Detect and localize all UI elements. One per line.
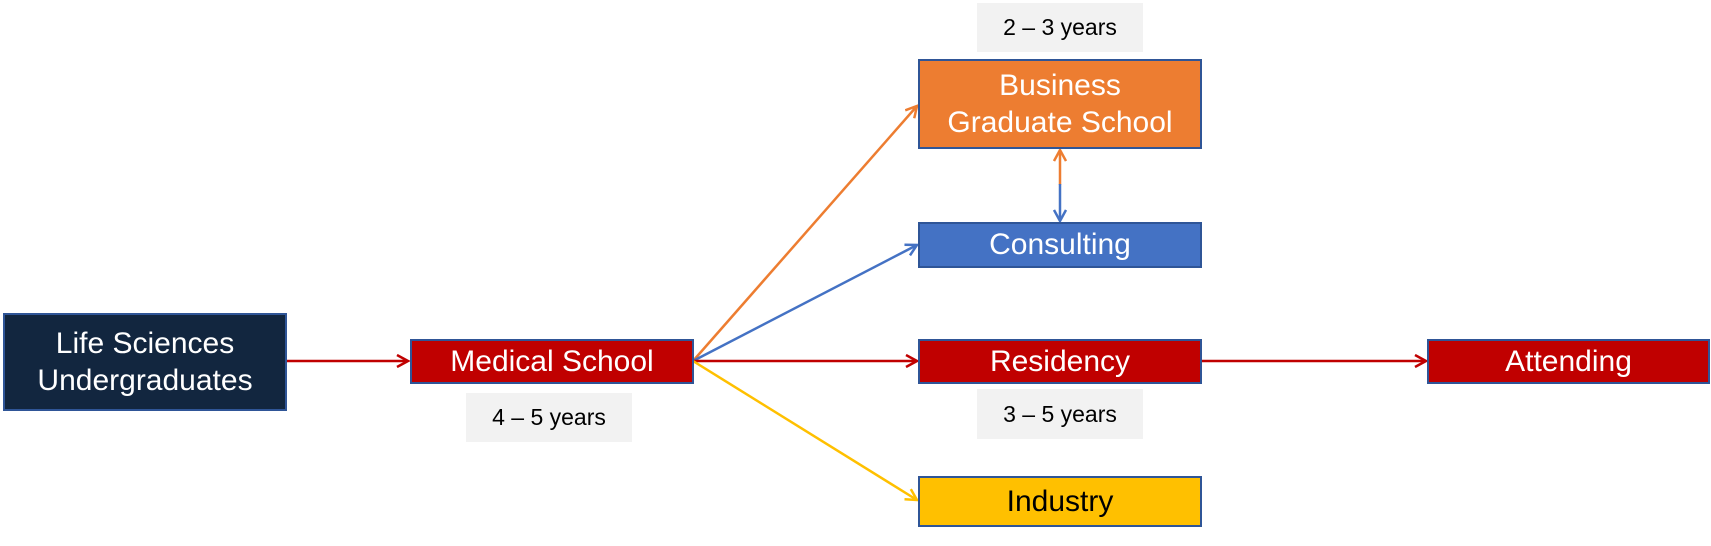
node-label: Medical School (450, 344, 654, 378)
node-business-graduate-school: Business Graduate School (918, 59, 1202, 149)
node-industry: Industry (918, 476, 1202, 527)
node-label: Business Graduate School (947, 68, 1173, 140)
duration-business-school: 2 – 3 years (977, 3, 1143, 52)
arrow-medical-to-industry (692, 359, 917, 500)
node-label: Residency (989, 344, 1131, 378)
node-medical-school: Medical School (410, 339, 694, 384)
node-attending: Attending (1427, 339, 1710, 384)
node-label: Consulting (989, 228, 1131, 262)
node-label: Industry (1006, 484, 1114, 518)
node-label: Attending (1505, 344, 1632, 378)
duration-residency: 3 – 5 years (977, 389, 1143, 439)
arrow-medical-to-consulting (692, 245, 917, 363)
node-life-sciences-undergraduates: Life Sciences Undergraduates (3, 313, 287, 411)
duration-medical-school: 4 – 5 years (466, 393, 632, 442)
node-consulting: Consulting (918, 222, 1202, 268)
node-residency: Residency (918, 339, 1202, 384)
arrow-medical-to-business (692, 106, 917, 362)
node-label: Life Sciences Undergraduates (37, 326, 253, 398)
